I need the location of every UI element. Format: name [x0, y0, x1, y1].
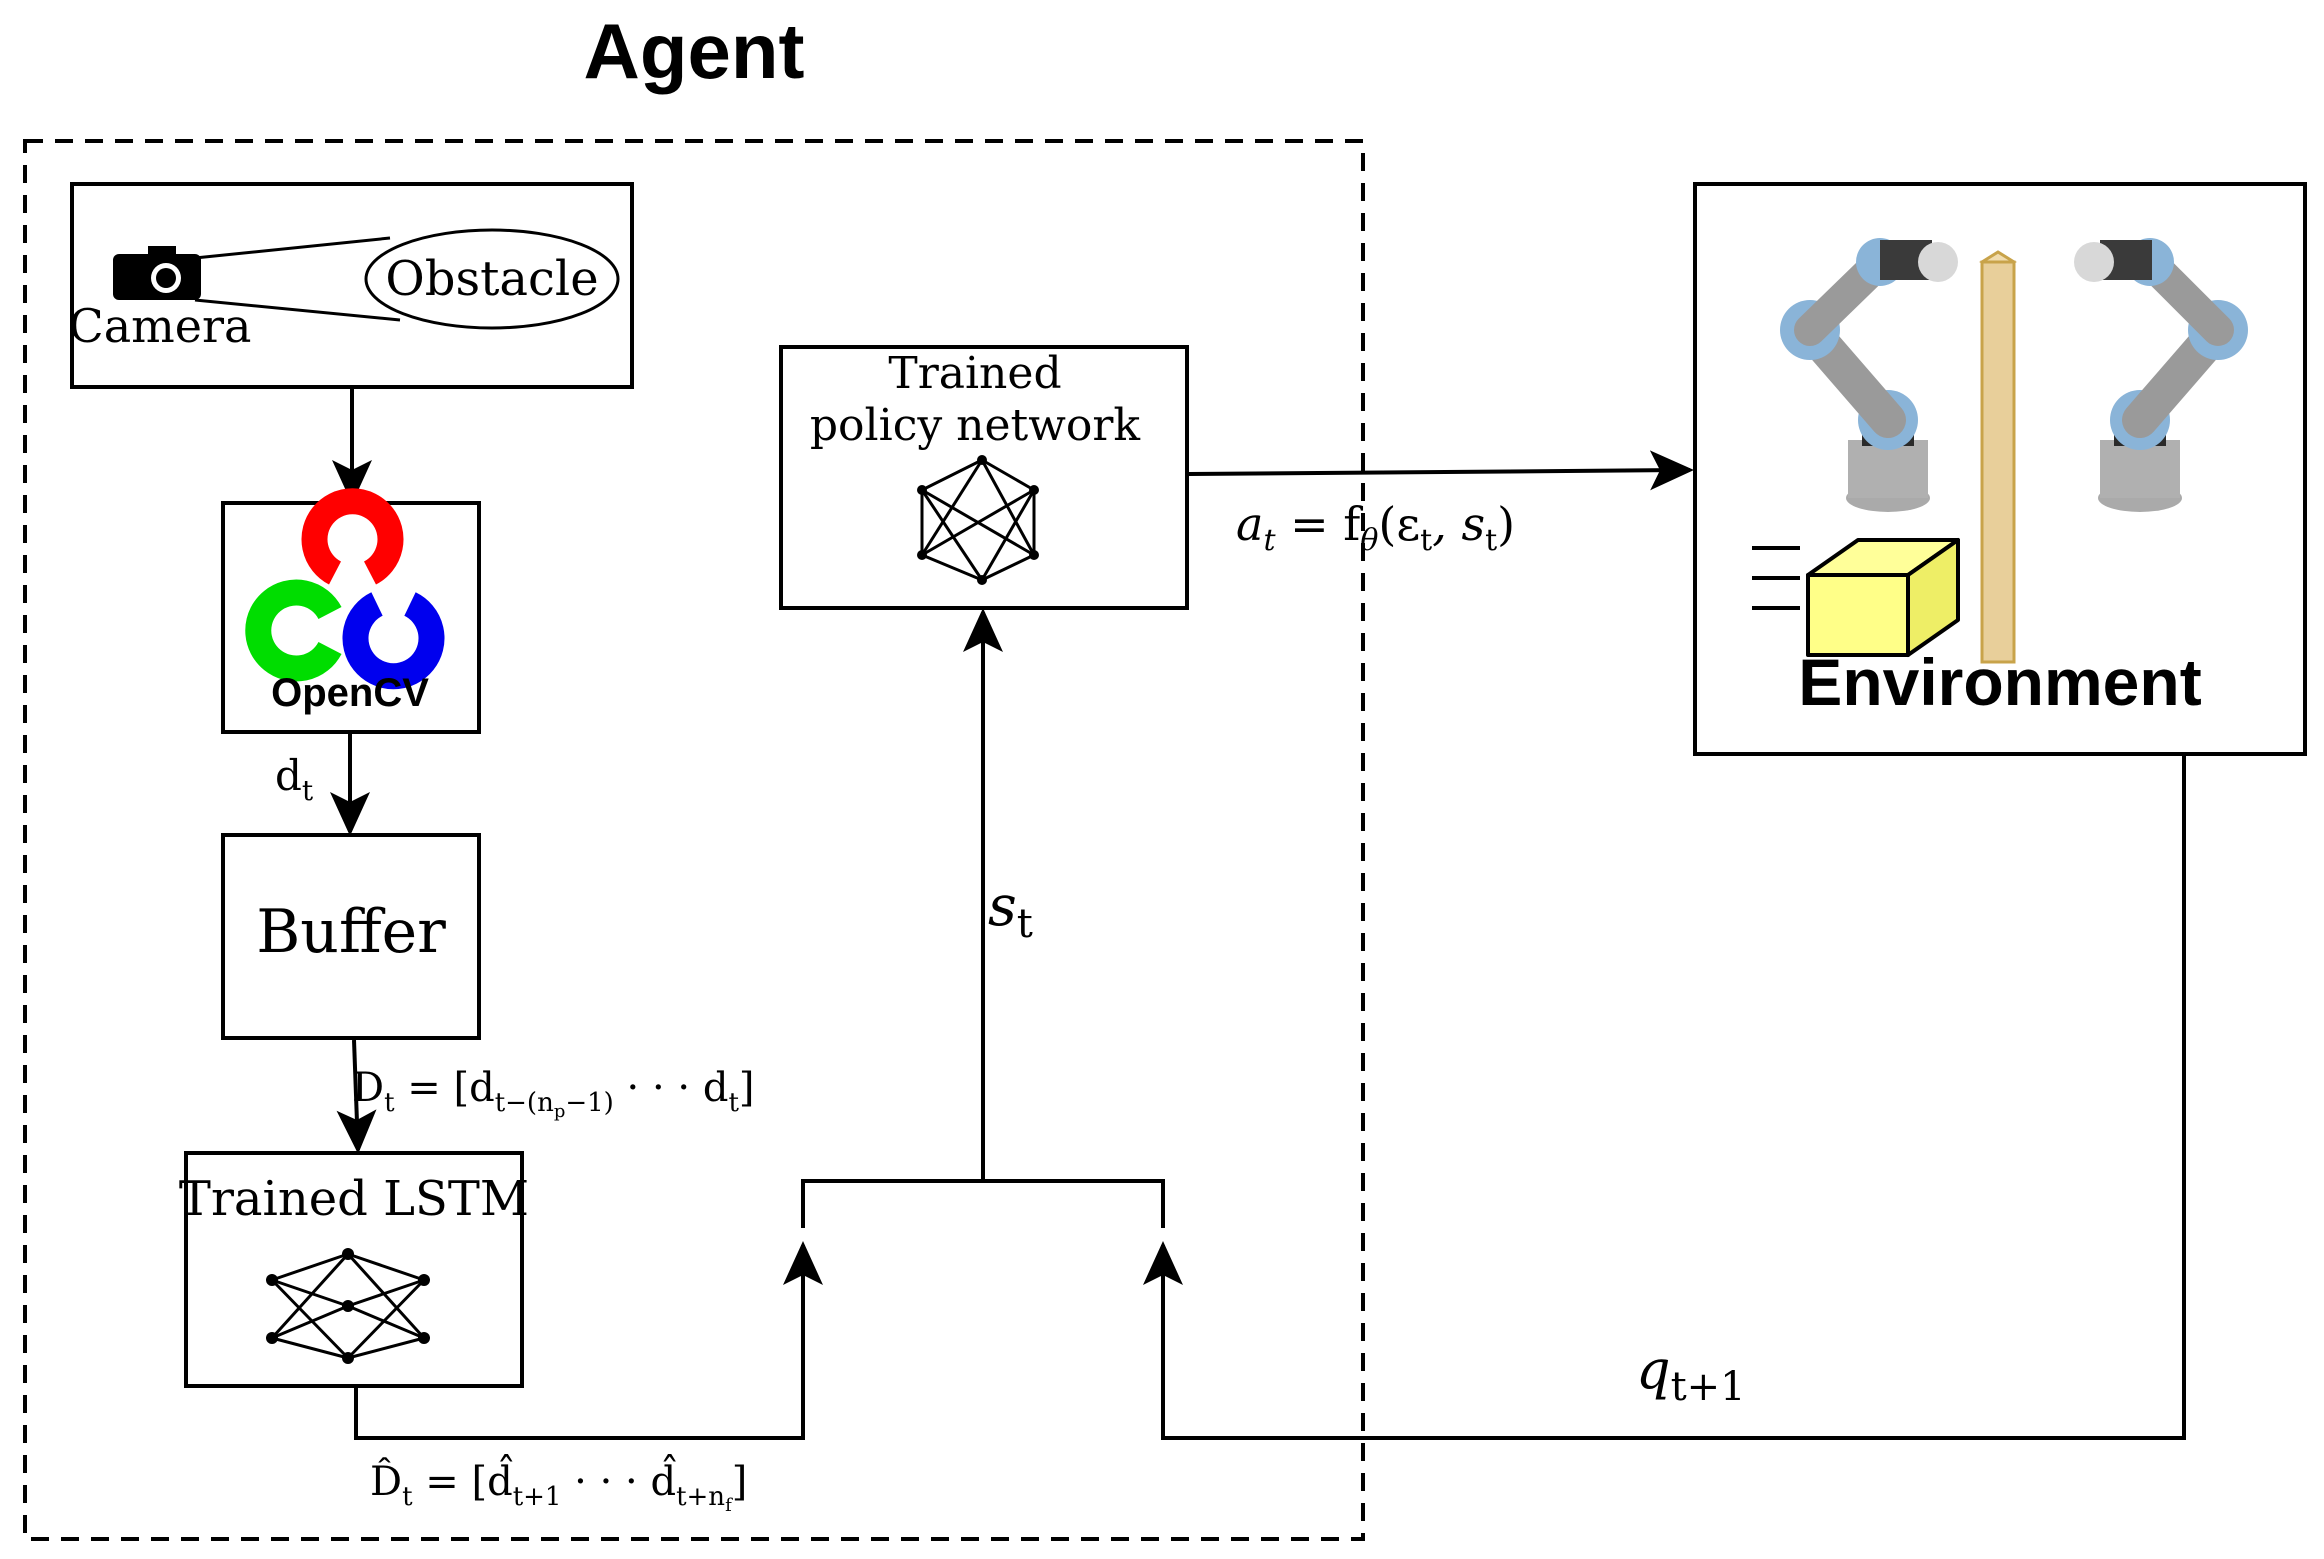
lstm-network-icon — [266, 1248, 430, 1364]
environment-feedback-path — [1143, 756, 2186, 1440]
camera-label: Camera — [69, 299, 252, 353]
opencv-block: OpenCV — [221, 488, 481, 734]
policy-label-line1: Trained — [888, 348, 1061, 399]
signal-d-label: dt — [275, 751, 314, 807]
signal-Dhat-equation: D̂t = [d̂t+1 · · · d̂t+nf] — [370, 1455, 747, 1516]
agent-title: Agent — [584, 7, 805, 95]
opencv-logo — [245, 488, 445, 690]
left-robot-arm-icon — [1780, 238, 1958, 512]
signal-q-label: qt+1 — [1636, 1338, 1746, 1410]
action-to-environment-arrow — [1188, 450, 1694, 491]
obstacle-ellipse — [364, 228, 620, 330]
lstm-block: Trained LSTM — [179, 1151, 529, 1388]
policy-label-line2: policy network — [810, 400, 1141, 451]
signal-s-label: st — [988, 874, 1033, 947]
obstacle-label: Obstacle — [385, 251, 598, 307]
pillar-icon — [1979, 250, 2017, 664]
policy-network-icon — [917, 455, 1039, 585]
buffer-label: Buffer — [256, 897, 446, 967]
agent-boundary — [23, 139, 1365, 1541]
cube-icon — [1806, 538, 1960, 657]
signal-D-equation: Dt = [dt−(np−1) · · · dt] — [352, 1065, 755, 1122]
opencv-logo-text: OpenCV — [271, 671, 429, 715]
policy-block: Trained policy network — [779, 345, 1189, 610]
signal-a-equation: at = fθ(εt, st) — [1236, 497, 1515, 558]
environment-label: Environment — [1798, 645, 2201, 719]
buffer-to-lstm-arrow — [336, 1039, 377, 1154]
lstm-label: Trained LSTM — [179, 1171, 529, 1227]
environment-block: Environment — [1693, 182, 2307, 756]
camera-block: Camera Obstacle — [69, 182, 634, 389]
buffer-block: Buffer — [221, 833, 481, 1040]
lstm-to-merge-path — [354, 1241, 823, 1440]
right-robot-arm-icon — [2074, 238, 2248, 512]
motion-lines-icon — [1752, 546, 1800, 610]
camera-icon — [113, 246, 201, 300]
merge-bracket — [801, 1179, 1165, 1228]
